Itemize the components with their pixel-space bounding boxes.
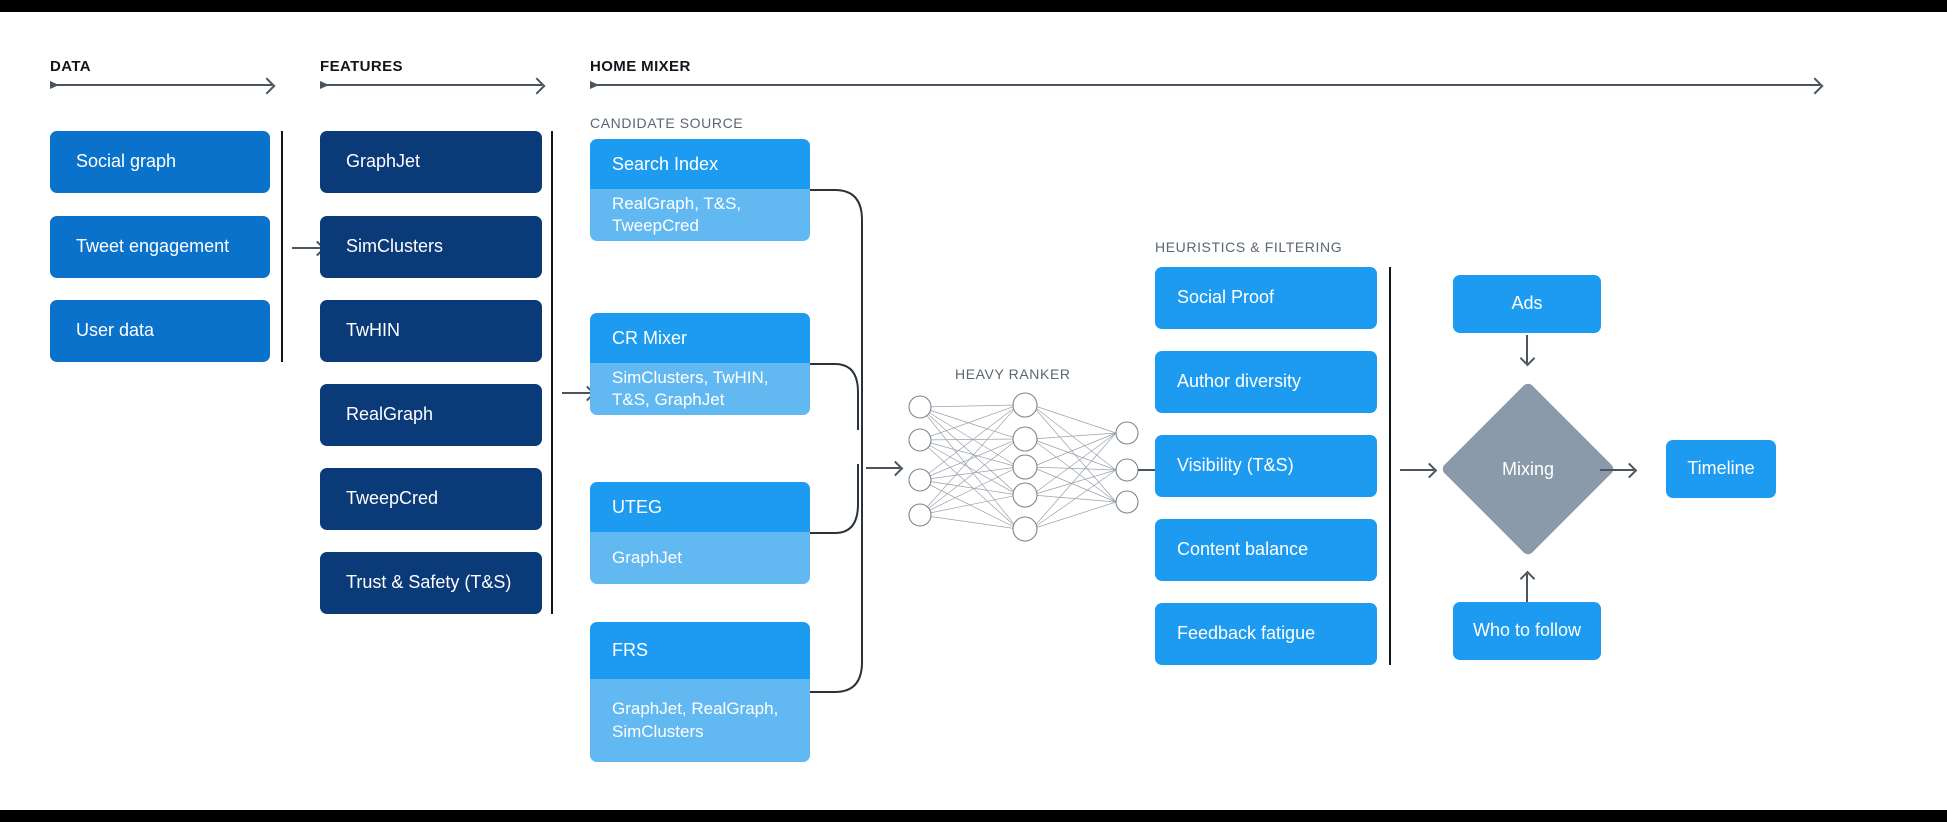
heuristic-box-visibility[interactable]: Visibility (T&S)	[1155, 435, 1377, 497]
candidate-card-search-index[interactable]: Search Index RealGraph, T&S, TweepCred	[590, 139, 810, 241]
arrow-data-to-features	[292, 247, 322, 249]
feature-box-twhin[interactable]: TwHIN	[320, 300, 542, 362]
candidate-card-frs[interactable]: FRS GraphJet, RealGraph, SimClusters	[590, 622, 810, 762]
section-header-data: DATA	[50, 58, 92, 75]
mixing-diamond[interactable]	[1440, 381, 1616, 557]
subsection-header-heuristics: HEURISTICS & FILTERING	[1155, 239, 1343, 255]
candidate-card-title: FRS	[590, 622, 810, 679]
feature-box-tweepcred[interactable]: TweepCred	[320, 468, 542, 530]
candidate-card-title: Search Index	[590, 139, 810, 189]
divider-heuristics-mixing	[1389, 267, 1391, 665]
diagram-canvas: DATA FEATURES HOME MIXER CANDIDATE SOURC…	[0, 12, 1947, 810]
arrow-features-to-candidates	[562, 392, 592, 394]
candidate-card-title: UTEG	[590, 482, 810, 532]
data-box-user-data[interactable]: User data	[50, 300, 270, 362]
section-header-home-mixer: HOME MIXER	[590, 58, 691, 75]
section-rule-home-mixer	[590, 81, 1820, 89]
output-box-who-to-follow[interactable]: Who to follow	[1453, 602, 1601, 660]
heuristic-box-label: Feedback fatigue	[1177, 623, 1316, 644]
heuristic-box-label: Visibility (T&S)	[1177, 455, 1294, 476]
feature-box-label: SimClusters	[346, 236, 444, 257]
arrow-mixing-to-timeline	[1600, 469, 1634, 471]
candidate-card-features: GraphJet	[590, 532, 810, 584]
label-heavy-ranker: HEAVY RANKER	[955, 366, 1071, 382]
output-box-label: Ads	[1511, 293, 1543, 314]
candidate-to-ranker-connectors	[810, 189, 863, 693]
feature-box-trust-safety[interactable]: Trust & Safety (T&S)	[320, 552, 542, 614]
arrow-heuristics-to-mixing	[1400, 469, 1434, 471]
output-box-label: Who to follow	[1472, 620, 1582, 641]
candidate-card-uteg[interactable]: UTEG GraphJet	[590, 482, 810, 584]
subsection-header-candidate-source: CANDIDATE SOURCE	[590, 115, 744, 131]
arrow-candidates-to-ranker	[866, 467, 900, 469]
divider-features-candidates	[551, 131, 553, 614]
section-rule-features	[320, 81, 542, 89]
output-box-label: Timeline	[1687, 458, 1755, 479]
heuristic-box-social-proof[interactable]: Social Proof	[1155, 267, 1377, 329]
candidate-card-title: CR Mixer	[590, 313, 810, 363]
feature-box-simclusters[interactable]: SimClusters	[320, 216, 542, 278]
data-box-label: Tweet engagement	[76, 236, 230, 257]
heuristic-box-author-diversity[interactable]: Author diversity	[1155, 351, 1377, 413]
data-box-label: Social graph	[76, 151, 177, 172]
heuristic-box-label: Social Proof	[1177, 287, 1275, 308]
candidate-card-cr-mixer[interactable]: CR Mixer SimClusters, TwHIN, T&S, GraphJ…	[590, 313, 810, 415]
feature-box-label: TweepCred	[346, 488, 439, 509]
output-box-ads[interactable]: Ads	[1453, 275, 1601, 333]
candidate-card-features: SimClusters, TwHIN, T&S, GraphJet	[590, 363, 810, 415]
heuristic-box-label: Content balance	[1177, 539, 1309, 560]
output-box-timeline[interactable]: Timeline	[1666, 440, 1776, 498]
candidate-card-features: RealGraph, T&S, TweepCred	[590, 189, 810, 241]
feature-box-graphjet[interactable]: GraphJet	[320, 131, 542, 193]
arrow-ads-to-mixing	[1526, 335, 1528, 363]
feature-box-label: TwHIN	[346, 320, 400, 341]
data-box-social-graph[interactable]: Social graph	[50, 131, 270, 193]
feature-box-label: GraphJet	[346, 151, 421, 172]
heuristic-box-feedback-fatigue[interactable]: Feedback fatigue	[1155, 603, 1377, 665]
section-header-features: FEATURES	[320, 58, 403, 75]
heuristic-box-content-balance[interactable]: Content balance	[1155, 519, 1377, 581]
section-rule-data	[50, 81, 272, 89]
arrow-who-to-follow-to-mixing	[1526, 574, 1528, 602]
feature-box-label: Trust & Safety (T&S)	[346, 572, 512, 593]
data-box-tweet-engagement[interactable]: Tweet engagement	[50, 216, 270, 278]
divider-data-features	[281, 131, 283, 362]
candidate-card-features: GraphJet, RealGraph, SimClusters	[590, 679, 810, 762]
data-box-label: User data	[76, 320, 155, 341]
heuristic-box-label: Author diversity	[1177, 371, 1302, 392]
feature-box-label: RealGraph	[346, 404, 434, 425]
heavy-ranker-neural-network	[908, 392, 1139, 542]
feature-box-realgraph[interactable]: RealGraph	[320, 384, 542, 446]
